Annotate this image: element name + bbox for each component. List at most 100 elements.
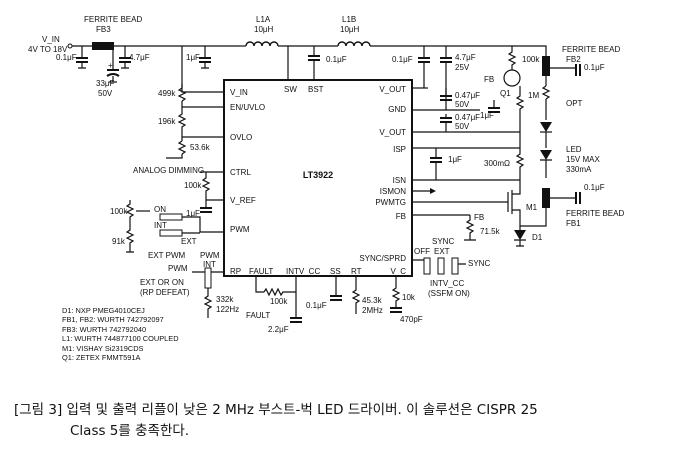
label-c-bulk: 33μF — [96, 79, 115, 88]
caption-line2: Class 5를 충족한다. — [70, 423, 190, 439]
label-fb-node2: FB — [474, 213, 484, 222]
pin-vref: V_REF — [230, 196, 256, 205]
label-pwm-ext-on: EXT OR ON — [140, 278, 184, 287]
label-r-sense: 300mΩ — [484, 159, 510, 168]
label-ferrite-fb1: FERRITE BEAD — [566, 209, 624, 218]
label-led-v: 15V MAX — [566, 155, 600, 164]
label-sync-ext: EXT — [434, 247, 450, 256]
pin-intvcc: INTV_CC — [286, 267, 320, 276]
label-ext: EXT — [181, 237, 197, 246]
pin-isn: ISN — [393, 176, 407, 185]
diode-d1 — [514, 230, 526, 240]
label-r-91k: 91k — [112, 237, 126, 246]
label-pwm: PWM — [168, 264, 188, 273]
label-vin: V_IN — [42, 35, 60, 44]
note-fb3: FB3: WURTH 742792040 — [62, 324, 147, 334]
label-c-1uf-vref: 1μF — [186, 209, 200, 218]
label-r-332k-f: 122Hz — [216, 305, 239, 314]
label-l1a-val: 10μH — [254, 25, 274, 34]
note-fb1-fb2: FB1, FB2: WURTH 742792097 — [62, 315, 164, 325]
pin-pwm: PWM — [230, 225, 250, 234]
label-c-1uf-isp: 1μF — [448, 155, 462, 164]
transistor-q1 — [503, 69, 521, 87]
note-d1: D1: NXP PMEG4010CEJ — [62, 306, 145, 315]
label-c-out2-v: 25V — [455, 63, 470, 72]
label-fault: FAULT — [246, 311, 270, 320]
led-bottom — [540, 150, 552, 160]
label-pwm-int: INT — [203, 260, 216, 269]
label-c-bulk-v: 50V — [98, 89, 113, 98]
ferrite-bead-fb3 — [92, 42, 114, 50]
jumper-on[interactable] — [159, 213, 183, 221]
label-c-in1: 0.1μF — [56, 53, 77, 62]
plus-sign: + — [108, 61, 113, 70]
label-int: INT — [154, 221, 167, 230]
pin-isp: ISP — [393, 145, 406, 154]
label-ssfm-on: (SSFM ON) — [428, 289, 470, 298]
label-sync: SYNC — [432, 237, 454, 246]
label-intvcc: INTV_CC — [430, 279, 464, 288]
pin-ss: SS — [330, 267, 341, 276]
label-led: LED — [566, 145, 582, 154]
pin-vin: V_IN — [230, 88, 248, 97]
label-fb1: FB1 — [566, 219, 581, 228]
label-r-536k: 53.6k — [190, 143, 211, 152]
label-c-out1: 0.1μF — [392, 55, 413, 64]
schematic-diagram: LT3922 V_IN EN/UVLO OVLO CTRL V_REF PWM … — [28, 15, 624, 334]
jumper-sync-off[interactable] — [423, 257, 431, 275]
caption-line1: [그림 3] 입력 및 출력 리플이 낮은 2 MHz 부스트-벅 LED 드라… — [14, 402, 538, 418]
pin-fb: FB — [396, 212, 406, 221]
label-fb-node: FB — [484, 75, 494, 84]
label-c-opt2: 0.1μF — [584, 183, 605, 192]
label-l1a: L1A — [256, 15, 271, 24]
note-l1: L1: WURTH 744877100 COUPLED — [62, 334, 179, 344]
pin-fault: FAULT — [249, 267, 273, 276]
label-c-047a: 0.47μF — [455, 91, 480, 100]
jumper-sync-ext[interactable] — [437, 257, 445, 275]
label-fb3: FB3 — [96, 25, 111, 34]
label-r-499k: 499k — [158, 89, 176, 98]
pin-vout-1: V_OUT — [379, 85, 406, 94]
inductor-l1a — [245, 41, 279, 47]
label-c-470pf: 470pF — [400, 315, 423, 324]
label-ferrite-fb3: FERRITE BEAD — [84, 15, 142, 24]
label-m1: M1 — [526, 203, 538, 212]
pin-vout-2: V_OUT — [379, 128, 406, 137]
label-l1b-val: 10μH — [340, 25, 360, 34]
label-d1: D1 — [532, 233, 543, 242]
label-r-10k: 10k — [402, 293, 416, 302]
label-r-332k: 332k — [216, 295, 234, 304]
pin-en-uvlo: EN/UVLO — [230, 103, 265, 112]
label-l1b: L1B — [342, 15, 356, 24]
label-c-047b-v: 50V — [455, 122, 470, 131]
pin-sw: SW — [284, 85, 297, 94]
pin-pwmtg: PWMTG — [375, 198, 406, 207]
pin-sync-sprd: SYNC/SPRD — [359, 254, 406, 263]
jumper-pwm[interactable] — [204, 267, 212, 289]
label-pwm-rp-defeat: (RP DEFEAT) — [140, 288, 190, 297]
jumper-int[interactable] — [159, 229, 183, 237]
label-r-100k-ctrl: 100k — [184, 181, 202, 190]
pin-bst: BST — [308, 85, 324, 94]
label-pwm-label: PWM — [200, 251, 220, 260]
label-led-i: 330mA — [566, 165, 592, 174]
pin-rp: RP — [230, 267, 241, 276]
label-r-196k: 196k — [158, 117, 176, 126]
label-fb2: FB2 — [566, 55, 581, 64]
label-c-047a-v: 50V — [455, 100, 470, 109]
ferrite-bead-fb1 — [542, 188, 550, 208]
label-c-bst: 0.1μF — [326, 55, 347, 64]
ferrite-bead-fb2 — [542, 56, 550, 76]
led-top — [540, 122, 552, 132]
label-on: ON — [154, 205, 166, 214]
label-analog-dimming: ANALOG DIMMING — [133, 166, 204, 175]
label-q1: Q1 — [500, 89, 511, 98]
label-r-100k-fault: 100k — [270, 297, 288, 306]
label-ext-pwm: EXT PWM — [148, 251, 186, 260]
label-c-047b: 0.47μF — [455, 113, 480, 122]
pin-gnd: GND — [388, 105, 406, 114]
jumper-sync-sync[interactable] — [451, 257, 459, 275]
inductor-l1b — [337, 41, 371, 47]
label-c-opt1: 0.1μF — [584, 63, 605, 72]
label-ferrite-fb2: FERRITE BEAD — [562, 45, 620, 54]
